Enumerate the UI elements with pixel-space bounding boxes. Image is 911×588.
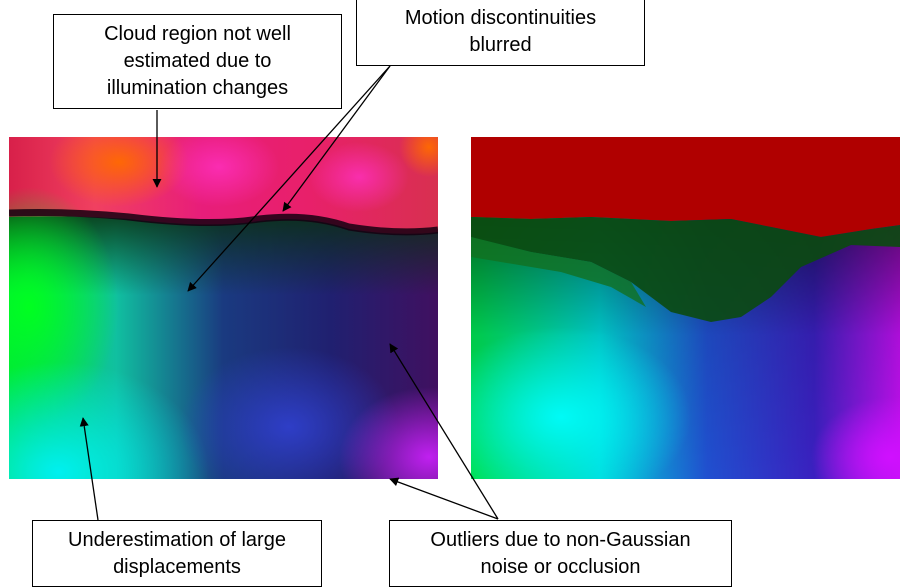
callout-outliers: Outliers due to non-Gaussian noise or oc… bbox=[389, 520, 732, 587]
arrow-outlier-2 bbox=[389, 477, 499, 520]
callout-motion-text: Motion discontinuities blurred bbox=[404, 7, 597, 56]
estimated-flow-render bbox=[9, 137, 438, 479]
callout-underestimation: Underestimation of large displacements bbox=[32, 520, 322, 587]
callout-motion-discontinuities: Motion discontinuities blurred bbox=[356, 0, 645, 66]
estimated-flow-image bbox=[9, 137, 438, 479]
ground-truth-flow-image bbox=[471, 137, 900, 479]
callout-underestimation-text: Underestimation of large displacements bbox=[68, 528, 286, 578]
callout-outliers-text: Outliers due to non-Gaussian noise or oc… bbox=[430, 528, 691, 578]
ground-truth-flow-render bbox=[471, 137, 900, 479]
callout-cloud-region: Cloud region not well estimated due to i… bbox=[53, 14, 342, 109]
callout-cloud-text: Cloud region not well estimated due to i… bbox=[104, 23, 291, 99]
